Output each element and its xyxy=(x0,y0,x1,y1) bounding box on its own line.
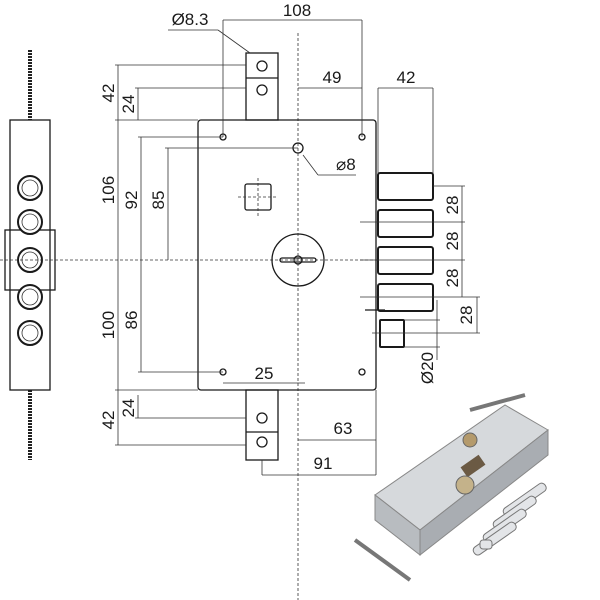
dim-100: 100 xyxy=(99,311,118,339)
dim-small-bolt-diameter: Ø20 xyxy=(418,352,437,384)
dim-49: 49 xyxy=(323,68,342,87)
dim-24-bottom: 24 xyxy=(119,399,138,418)
dim-square-8: ⌀8 xyxy=(336,155,356,174)
dimension-lines xyxy=(115,19,480,476)
dim-92: 92 xyxy=(122,191,141,210)
dim-28-1: 28 xyxy=(443,196,462,215)
dim-42-top: 42 xyxy=(99,84,118,103)
dim-85: 85 xyxy=(149,191,168,210)
dim-tab-hole-diameter: Ø8.3 xyxy=(172,10,209,29)
dim-106: 106 xyxy=(99,176,118,204)
dim-42-bolt: 42 xyxy=(397,68,416,87)
dim-25: 25 xyxy=(255,364,274,383)
lock-product-photo xyxy=(353,393,549,582)
lock-body xyxy=(197,52,434,461)
dim-28-4: 28 xyxy=(457,306,476,325)
dim-28-2: 28 xyxy=(443,232,462,251)
dim-42-bottom: 42 xyxy=(99,411,118,430)
dim-86: 86 xyxy=(122,311,141,330)
dim-91: 91 xyxy=(314,454,333,473)
dim-24-top: 24 xyxy=(119,95,138,114)
dim-108: 108 xyxy=(283,1,311,20)
dim-63: 63 xyxy=(334,419,353,438)
side-view xyxy=(4,50,56,460)
dim-28-3: 28 xyxy=(443,269,462,288)
